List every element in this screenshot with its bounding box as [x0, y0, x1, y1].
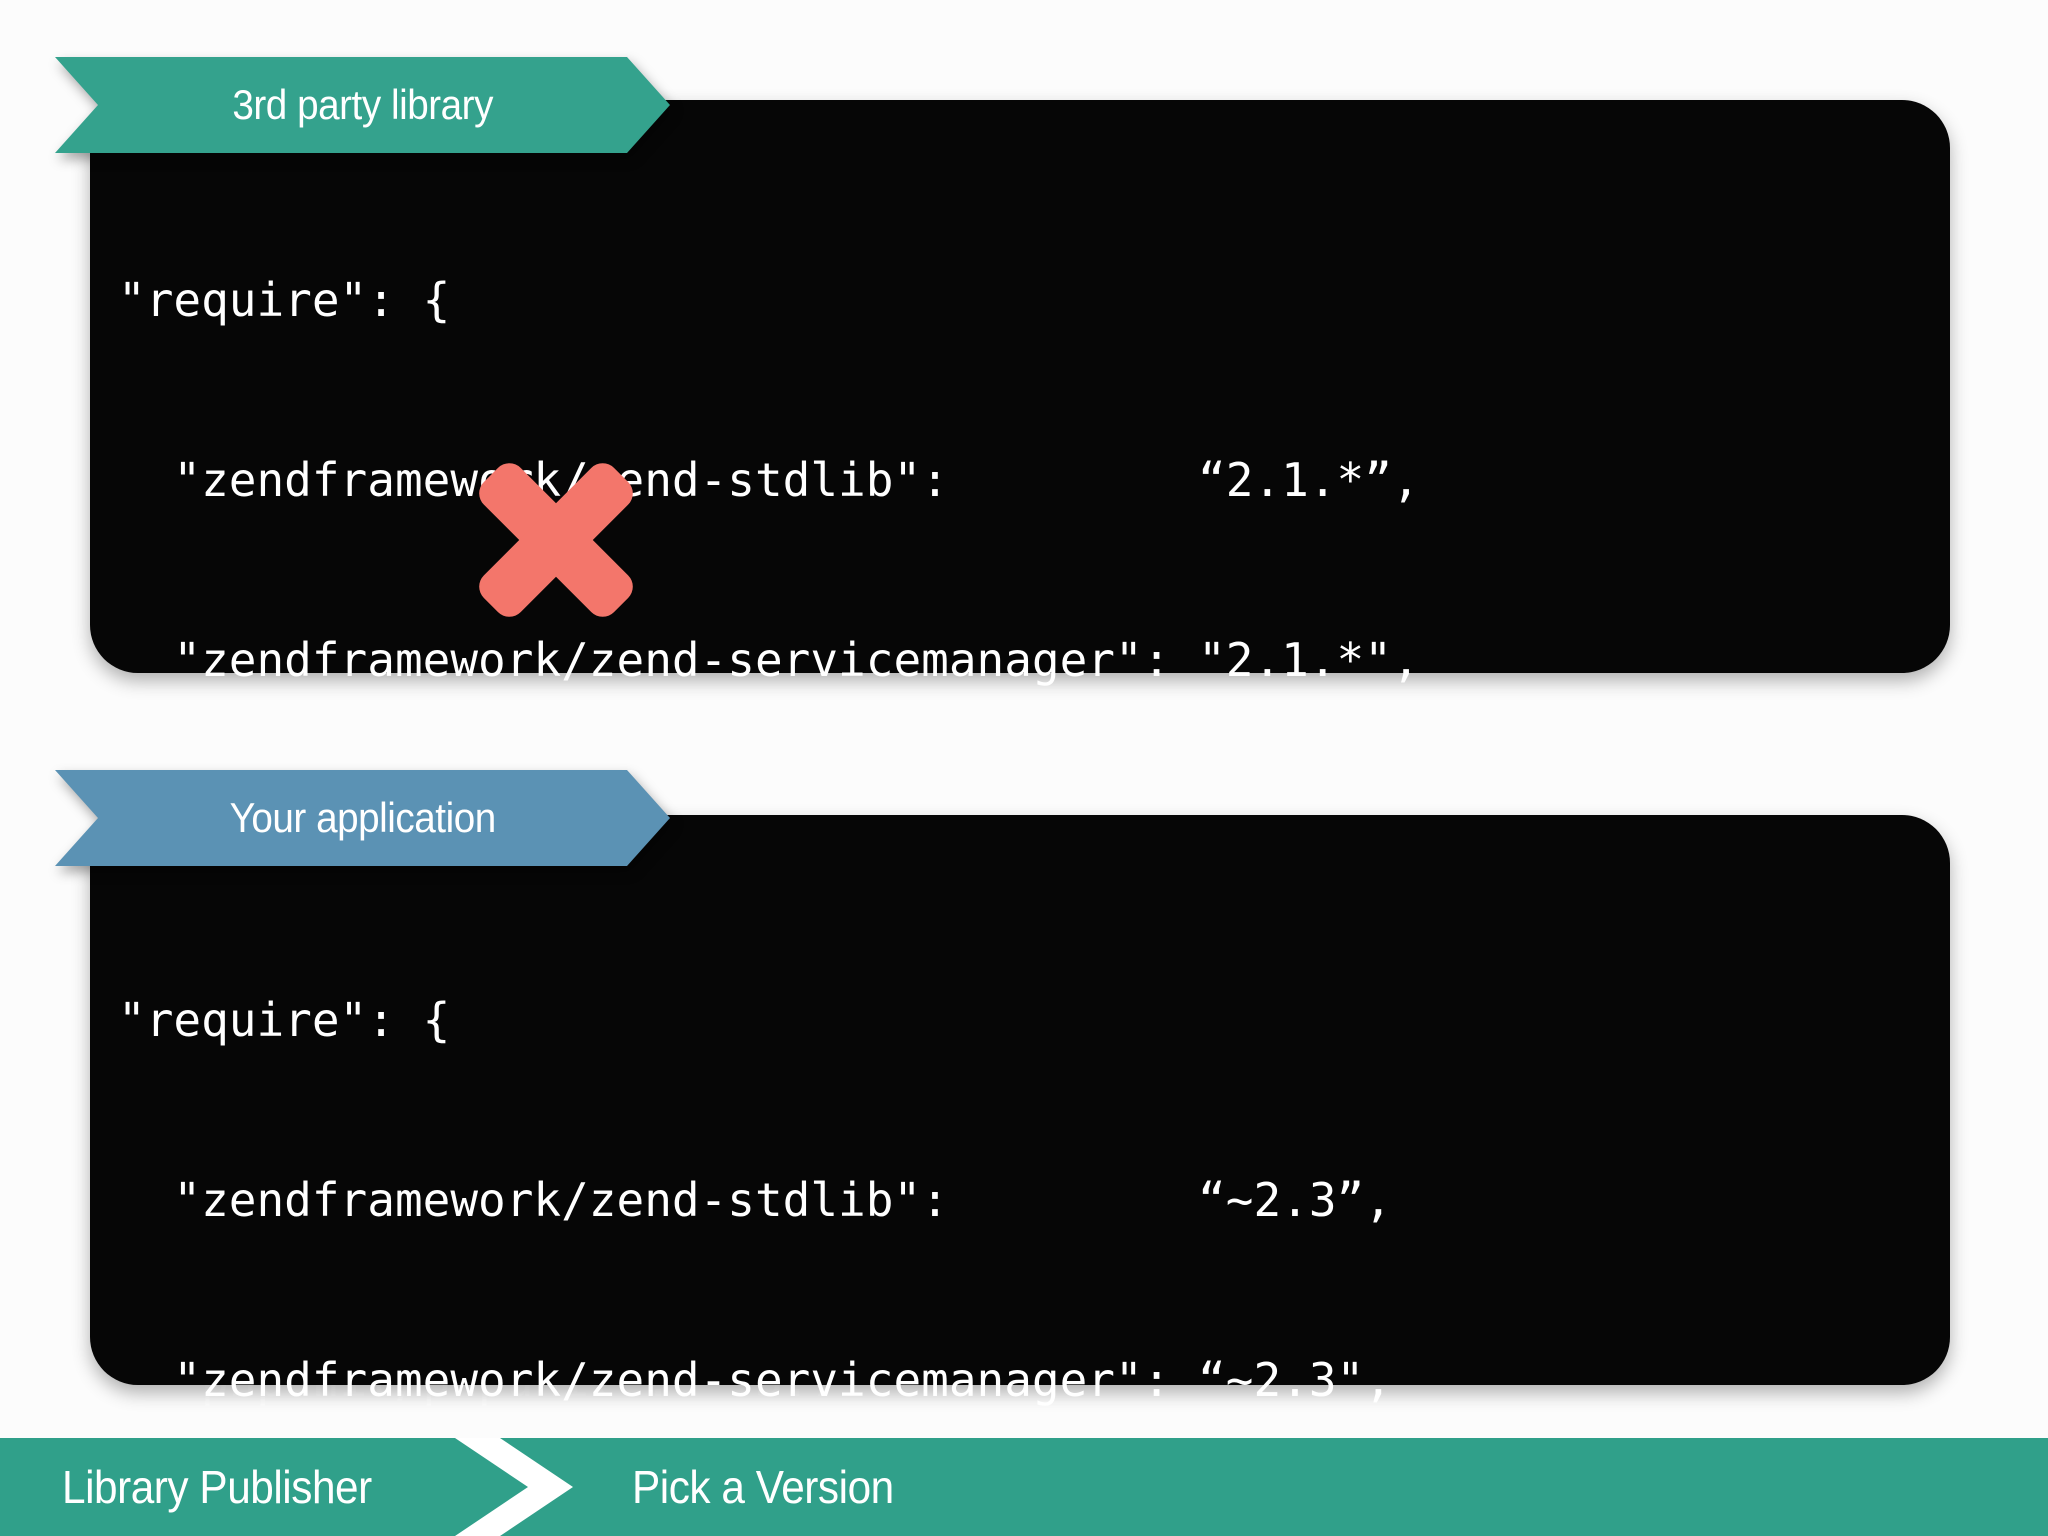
code-line: "require": {: [118, 273, 451, 327]
code-block-your-application: "require": { "zendframework/zend-stdlib"…: [90, 815, 1950, 1536]
code-line: "require": {: [118, 993, 451, 1047]
ribbon-shape: Your application: [55, 770, 670, 866]
code-line: "zendframework/zend-stdlib": “2.1.*”,: [118, 453, 1420, 507]
code-block-3rd-party-library: "require": { "zendframework/zend-stdlib"…: [90, 100, 1950, 1536]
ribbon-3rd-party-library: 3rd party library: [55, 57, 670, 153]
footer-bar: Library Publisher Pick a Version: [0, 1438, 2048, 1536]
footer-step-pick-a-version: Pick a Version: [632, 1461, 894, 1513]
ribbon-label: 3rd party library: [232, 81, 493, 128]
footer-step-library-publisher: Library Publisher: [62, 1461, 372, 1513]
code-content-your-application: "require": { "zendframework/zend-stdlib"…: [118, 870, 1940, 1536]
code-line: "zendframework/zend-servicemanager": “~2…: [118, 1353, 1392, 1407]
code-line: "zendframework/zend-servicemanager": "2.…: [118, 633, 1420, 687]
ribbon-label: Your application: [229, 794, 496, 841]
code-line: "zendframework/zend-stdlib": “~2.3”,: [118, 1173, 1392, 1227]
ribbon-your-application: Your application: [55, 770, 670, 866]
ribbon-shape: 3rd party library: [55, 57, 670, 153]
